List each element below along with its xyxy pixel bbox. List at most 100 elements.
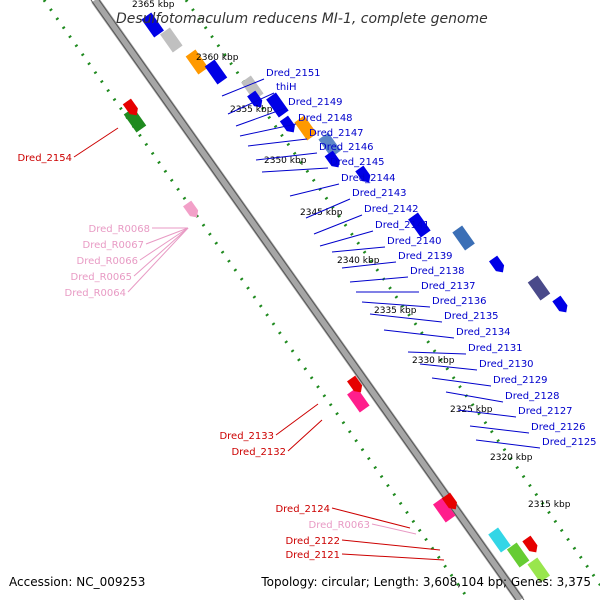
label-leader-line bbox=[445, 391, 504, 403]
gene-block-shape bbox=[318, 132, 341, 158]
right-gene-label: Dred_2146 bbox=[319, 142, 374, 153]
kbp-marker: 2320 kbp bbox=[490, 453, 533, 463]
gene-arrow bbox=[552, 295, 568, 313]
gene-block-shape bbox=[527, 275, 551, 301]
left-gene-label: Dred_2132 bbox=[231, 447, 286, 458]
right-gene-label: Dred_2136 bbox=[432, 296, 487, 307]
right-gene-label: Dred_2143 bbox=[352, 188, 407, 199]
kbp-marker: 2330 kbp bbox=[412, 356, 455, 366]
right-gene-label: Dred_2131 bbox=[468, 343, 523, 354]
gene-block-shape bbox=[241, 75, 264, 101]
gene-arrow bbox=[347, 375, 363, 393]
gene-block bbox=[452, 225, 475, 251]
gene-block bbox=[488, 527, 511, 553]
gene-block-shape bbox=[185, 49, 209, 75]
gene-block-shape bbox=[452, 225, 475, 251]
gene-arrow-shape bbox=[247, 90, 263, 108]
gene-block-shape bbox=[204, 59, 228, 85]
gene-block-shape bbox=[160, 27, 183, 53]
kbp-marker: 2335 kbp bbox=[374, 306, 417, 316]
label-leader-line bbox=[319, 230, 374, 247]
label-leader-line bbox=[431, 377, 492, 387]
gene-arrow-shape bbox=[355, 165, 371, 183]
gene-arrow-shape bbox=[183, 200, 199, 218]
left-gene-label: Dred_2122 bbox=[285, 536, 340, 547]
gene-block-shape bbox=[294, 115, 317, 141]
gene-block bbox=[204, 59, 228, 85]
kbp-marker: 2355 kbp bbox=[230, 105, 273, 115]
label-leader-line bbox=[407, 351, 467, 355]
map-title: Desulfotomaculum reducens MI-1, complete… bbox=[116, 11, 488, 27]
left-gene-label: Dred_R0067 bbox=[83, 240, 145, 251]
gene-block bbox=[347, 387, 370, 413]
right-gene-label: Dred_2138 bbox=[410, 266, 465, 277]
right-gene-label: thiH bbox=[276, 82, 297, 93]
right-gene-label: Dred_2130 bbox=[479, 359, 534, 370]
right-gene-label: Dred_2135 bbox=[444, 311, 499, 322]
kbp-marker: 2350 kbp bbox=[264, 156, 307, 166]
outer-left-track bbox=[42, 0, 471, 600]
gene-block bbox=[160, 27, 183, 53]
label-leader-line bbox=[341, 553, 445, 561]
gene-arrow-shape bbox=[279, 115, 295, 133]
gene-arrow bbox=[441, 492, 457, 510]
label-leader-line bbox=[457, 409, 517, 418]
kbp-marker: 2365 kbp bbox=[132, 0, 175, 10]
label-leader-line bbox=[371, 523, 417, 535]
label-leader-line bbox=[469, 425, 530, 434]
gene-arrow bbox=[522, 535, 538, 553]
gene-block bbox=[266, 92, 289, 118]
label-leader-line bbox=[475, 439, 541, 449]
gene-arrow bbox=[247, 90, 263, 108]
label-leader-line bbox=[419, 363, 478, 371]
gene-block bbox=[527, 275, 551, 301]
right-gene-label: Dred_2137 bbox=[421, 281, 476, 292]
kbp-marker: 2340 kbp bbox=[337, 256, 380, 266]
left-gene-label: Dred_R0065 bbox=[71, 272, 133, 283]
genome-summary: Topology: circular; Length: 3,608,104 bp… bbox=[260, 575, 591, 589]
accession-text: Accession: NC_009253 bbox=[9, 575, 145, 589]
label-leader-line bbox=[127, 227, 189, 293]
left-gene-label: Dred_R0063 bbox=[309, 520, 371, 531]
gene-block bbox=[185, 49, 209, 75]
gene-block bbox=[318, 132, 341, 158]
label-leader-line bbox=[261, 167, 329, 173]
label-leader-line bbox=[73, 127, 119, 158]
gene-block-shape bbox=[432, 497, 456, 523]
gene-block bbox=[294, 115, 317, 141]
gene-arrow-shape bbox=[489, 255, 505, 273]
gene-block-shape bbox=[266, 92, 289, 118]
label-leader-line bbox=[331, 507, 411, 529]
label-leader-line bbox=[145, 227, 189, 245]
left-gene-label: Dred_2133 bbox=[219, 431, 274, 442]
gene-block bbox=[506, 542, 530, 568]
left-gene-label: Dred_2124 bbox=[275, 504, 330, 515]
gene-arrow bbox=[489, 255, 505, 273]
gene-arrow bbox=[122, 98, 138, 116]
left-gene-label: Dred_2121 bbox=[285, 550, 340, 561]
gene-block bbox=[527, 557, 551, 583]
left-gene-label: Dred_2154 bbox=[17, 153, 72, 164]
label-leader-line bbox=[139, 227, 189, 261]
right-gene-label: Dred_2148 bbox=[298, 113, 353, 124]
right-gene-label: Dred_2134 bbox=[456, 327, 511, 338]
label-leader-line bbox=[313, 214, 363, 235]
right-gene-label: Dred_2125 bbox=[542, 437, 597, 448]
kbp-marker: 2360 kbp bbox=[196, 53, 239, 63]
right-gene-label: Dred_2141 bbox=[375, 220, 430, 231]
label-leader-line bbox=[349, 276, 409, 283]
gene-arrow-shape bbox=[552, 295, 568, 313]
label-leader-line bbox=[287, 419, 323, 452]
gene-block bbox=[408, 212, 431, 238]
gene-arrow-shape bbox=[347, 375, 363, 393]
gene-block-shape bbox=[347, 387, 370, 413]
right-gene-label: Dred_2128 bbox=[505, 391, 560, 402]
label-leader-line bbox=[235, 107, 287, 127]
gene-block-shape bbox=[408, 212, 431, 238]
right-gene-label: Dred_2147 bbox=[309, 128, 364, 139]
right-gene-label: Dred_2145 bbox=[330, 157, 385, 168]
label-leader-line bbox=[383, 329, 455, 339]
label-leader-line bbox=[247, 138, 308, 147]
